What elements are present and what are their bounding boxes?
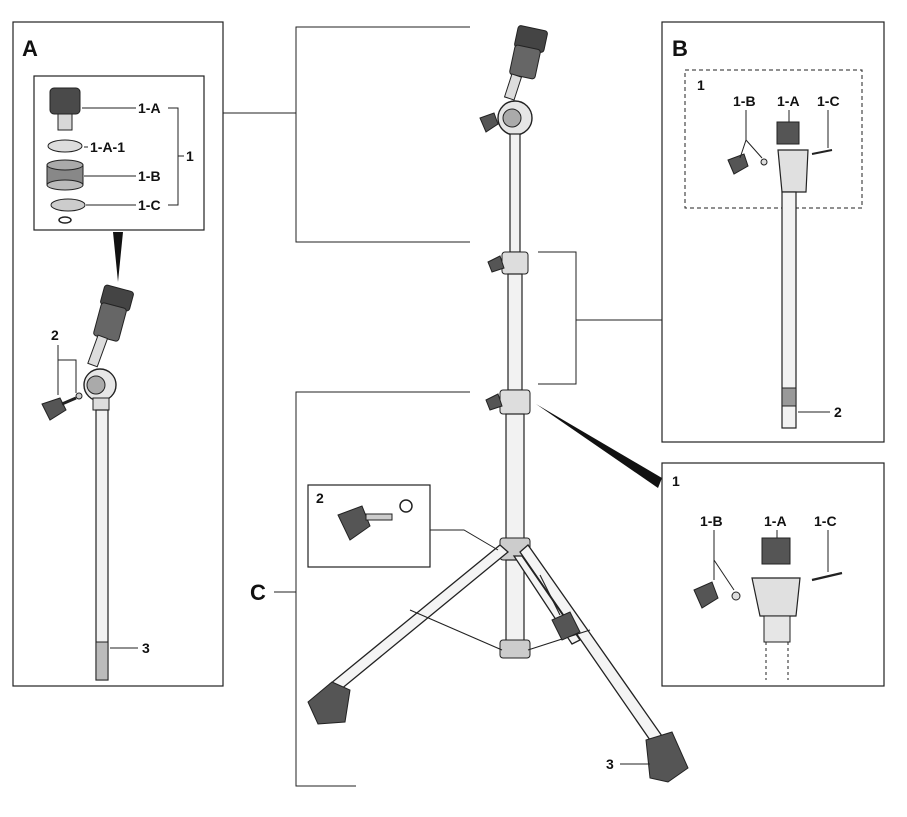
- stand-joint-lower-wing-icon: [485, 393, 503, 411]
- panel-b-washer-icon: [760, 158, 768, 166]
- label-b-1c: 1-C: [817, 93, 840, 109]
- panel-c: C 2 3: [250, 391, 650, 787]
- connector-a-top: [223, 26, 470, 114]
- label-a-1a1: 1-A-1: [90, 139, 125, 155]
- detail-washer-icon: [731, 591, 741, 601]
- panel-b-pipe-mark: [781, 387, 797, 407]
- stand-pipe-middle: [507, 273, 523, 391]
- panel-b-frame: [661, 21, 885, 443]
- label-detail-1: 1: [672, 473, 680, 489]
- panel-c-bolt-thread: [365, 513, 393, 521]
- panel-b-letter: B: [672, 36, 688, 61]
- label-a-1a: 1-A: [138, 100, 161, 116]
- stand-pipe-top: [509, 133, 521, 253]
- label-c-2: 2: [316, 490, 324, 506]
- connector-b-bracket: [538, 251, 577, 385]
- part-1c-oring-icon: [58, 216, 72, 224]
- stand-joint-upper-wing-icon: [487, 255, 505, 273]
- label-a-1b: 1-B: [138, 168, 161, 184]
- panel-b-joint: [777, 149, 809, 193]
- label-detail-1c: 1-C: [814, 513, 837, 529]
- stand-legs: [328, 544, 664, 741]
- panel-b-screw-icon: [811, 149, 833, 155]
- detail-pointer: [536, 404, 662, 488]
- panel-c-bolt-leader: [430, 529, 499, 551]
- panel-c-bracket: [295, 391, 470, 787]
- stand-brace-hub: [499, 639, 531, 659]
- panel-a-pipe-end: [95, 641, 109, 681]
- stand-pipe-bottom: [505, 413, 525, 545]
- panel-a-letter: A: [22, 36, 38, 61]
- panel-c-wing-bolt-icon: [337, 505, 371, 541]
- stand-joint-lower: [499, 389, 531, 415]
- panel-b-pipe: [781, 191, 797, 429]
- stand-tilter-hub: [502, 108, 522, 128]
- stand-tilter-wing-icon: [479, 112, 499, 133]
- panel-a: A 1-A 1-A-1 1-B 1-C: [12, 21, 224, 687]
- panel-c-washer-icon: [399, 499, 413, 513]
- label-a-3: 3: [142, 640, 150, 656]
- panel-a-wing-bolt-icon: [41, 392, 83, 421]
- label-b-1b: 1-B: [733, 93, 756, 109]
- part-1a1-washer-icon: [47, 139, 83, 153]
- detail-joint: [751, 577, 801, 617]
- part-1a-clamp-icon: [49, 87, 81, 131]
- panel-b-clamp-icon: [776, 121, 800, 145]
- panel-b-wing-bolt-icon: [727, 153, 749, 175]
- label-detail-1b: 1-B: [700, 513, 723, 529]
- label-c-3: 3: [606, 756, 614, 772]
- stand-braces: [409, 574, 591, 651]
- detail-joint-sleeve: [763, 615, 791, 643]
- panel-a-pointer: [113, 232, 123, 282]
- stand-top-rod: [503, 73, 523, 101]
- stand-center-shaft: [505, 559, 525, 651]
- label-b-2: 2: [834, 404, 842, 420]
- detail-wing-bolt-icon: [693, 581, 719, 609]
- label-b-1a: 1-A: [777, 93, 800, 109]
- stand-leg-right: [519, 544, 664, 741]
- panel-b-parts-box: [684, 69, 863, 209]
- panel-b: B 1 1-B 1-A 1-C 2: [661, 21, 885, 443]
- panel-c-letter: C: [250, 580, 266, 605]
- detail-panel-frame: [661, 462, 885, 687]
- stand-foot-back-icon: [551, 611, 581, 641]
- panel-a-frame: [12, 21, 224, 687]
- connector-a-bottom: [295, 113, 470, 243]
- stand-foot-left-icon: [307, 681, 351, 725]
- label-detail-1a: 1-A: [764, 513, 787, 529]
- main-stand: [307, 25, 689, 783]
- label-a-2: 2: [51, 327, 59, 343]
- stand-top-sleeve: [509, 44, 541, 80]
- label-a-1c: 1-C: [138, 197, 161, 213]
- stand-foot-right-icon: [645, 731, 689, 783]
- stand-joint-upper: [501, 251, 529, 275]
- part-1c-cup-icon: [50, 198, 86, 212]
- detail-panel: 1 1-B 1-A 1-C: [661, 462, 885, 687]
- detail-screw-icon: [811, 571, 843, 582]
- panel-a-tilter-icon: [83, 284, 134, 411]
- part-1b-felt-icon: [46, 159, 84, 191]
- label-a-1: 1: [186, 148, 194, 164]
- detail-clamp-icon: [761, 537, 791, 565]
- label-b-1: 1: [697, 77, 705, 93]
- panel-a-pipe: [95, 409, 109, 681]
